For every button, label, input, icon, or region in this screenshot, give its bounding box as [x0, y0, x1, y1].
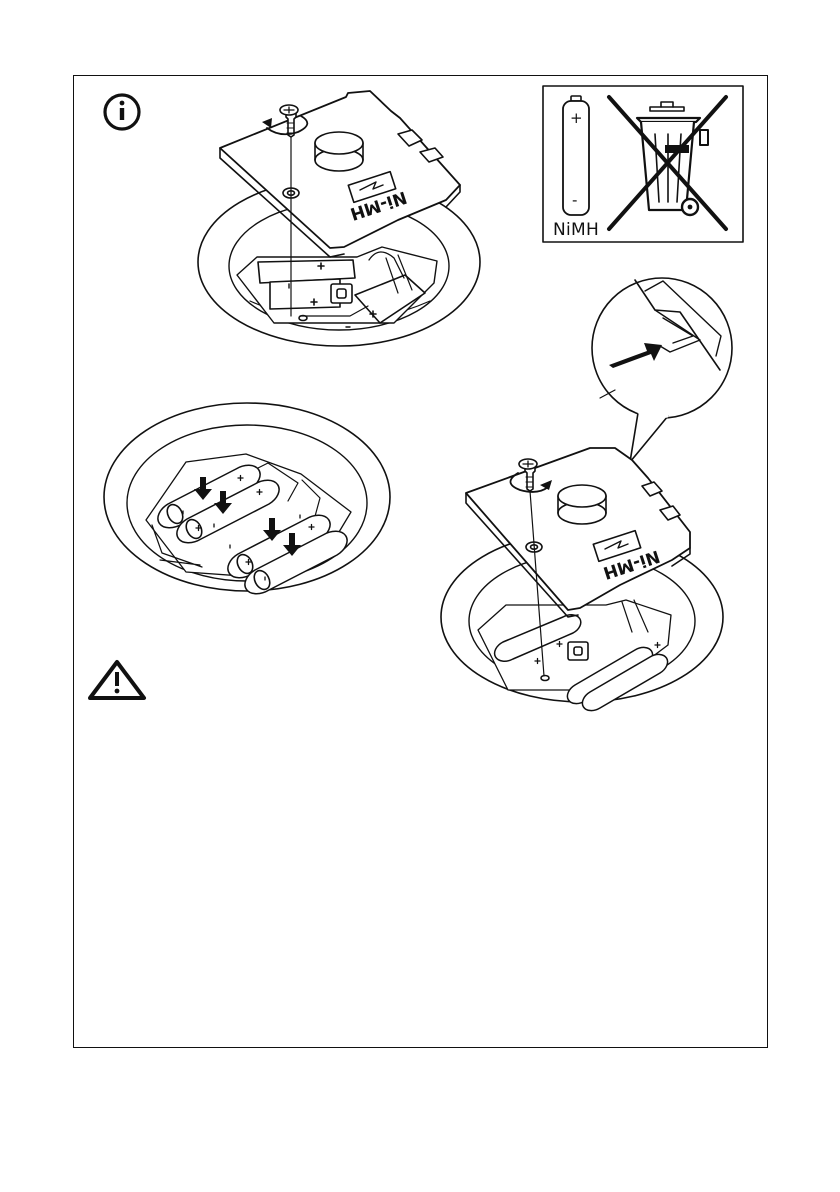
battery-cover: [220, 91, 460, 257]
battery-type-label: NiMH: [553, 222, 599, 239]
battery-plus-label: +: [570, 111, 583, 126]
step-close-cover: [441, 448, 723, 711]
step-insert-batteries: [104, 403, 390, 594]
detail-callout: [584, 271, 732, 462]
battery-compartment: [237, 247, 437, 327]
battery-minus-label: -: [572, 193, 577, 208]
battery-cover: [466, 448, 690, 617]
step-open-cover: [198, 91, 480, 346]
warning-triangle-icon: [90, 662, 144, 698]
info-icon: [105, 95, 139, 129]
